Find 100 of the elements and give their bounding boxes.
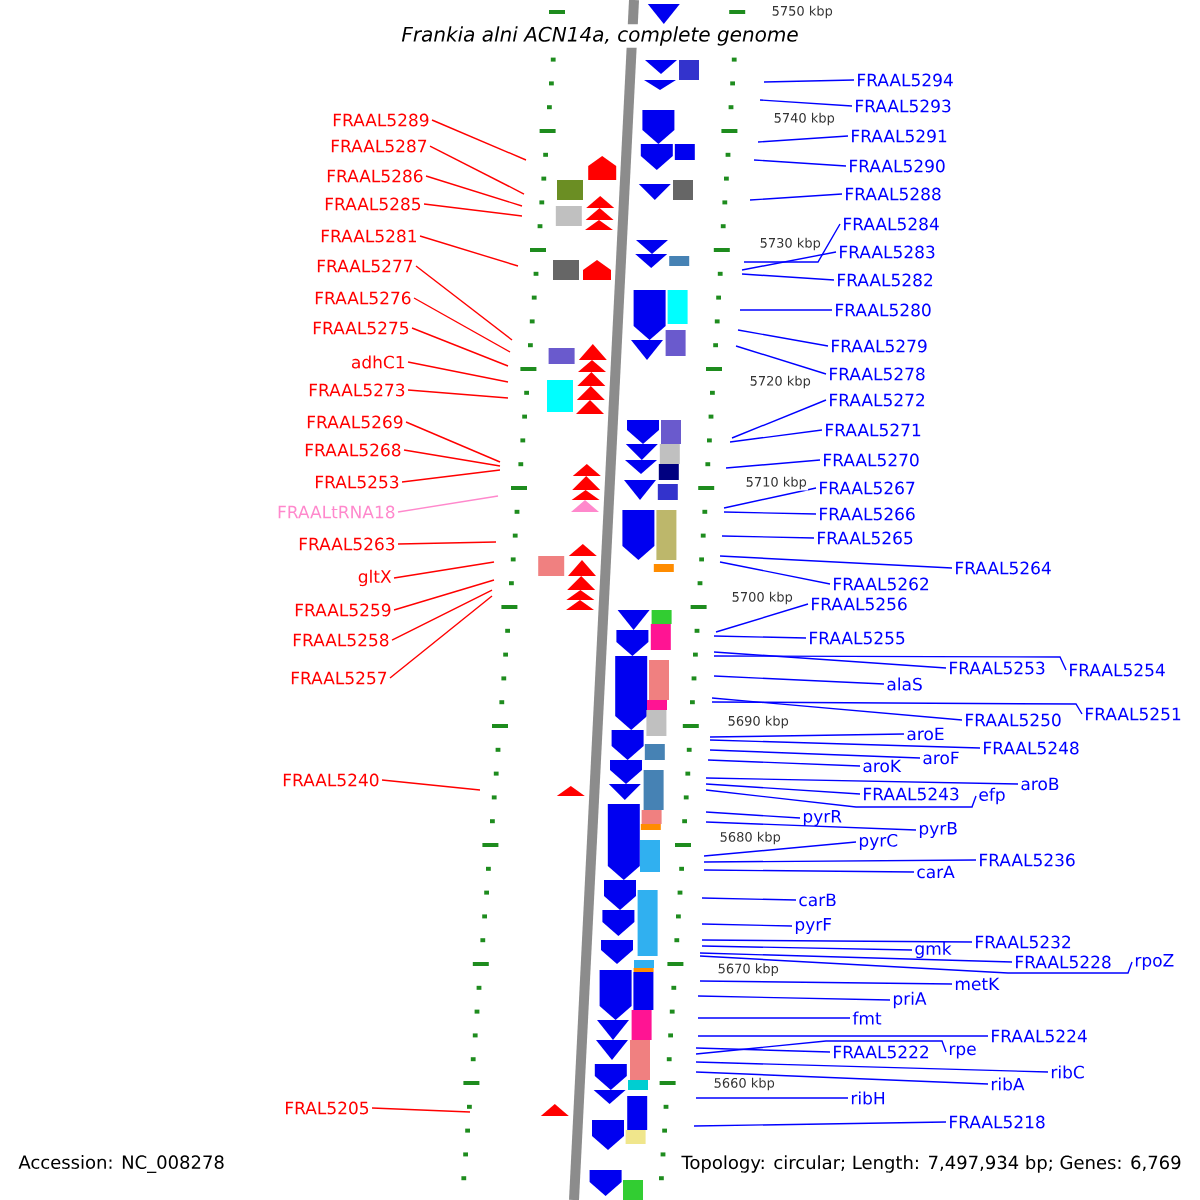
leader-line (381, 779, 481, 791)
leader-line (699, 980, 953, 985)
gene-label: FRAAL5262 (834, 577, 929, 591)
gene-label: FRAAL5286 (327, 169, 423, 183)
gene-label: metK (955, 977, 1000, 991)
leader-line (429, 145, 525, 195)
leader-line (705, 777, 1019, 785)
leader-line (713, 635, 807, 639)
gene-label: FRAAL5288 (846, 187, 941, 201)
gene-label: carB (799, 893, 836, 907)
leader-line (705, 821, 917, 831)
leader-line (411, 327, 509, 367)
gene-label: FRAAL5287 (331, 139, 427, 153)
gene-label: FRAAL5271 (826, 423, 921, 437)
gene-label: FRAAL5278 (830, 367, 925, 381)
leader-line (703, 869, 915, 873)
gene-label: FRAAL5240 (283, 773, 379, 787)
leader-line (701, 939, 973, 943)
gene-label: FRAAL5272 (830, 393, 925, 407)
leader-line (703, 841, 857, 857)
gene-label: gmk (915, 941, 952, 959)
gene-label: FRAAL5277 (317, 259, 413, 273)
leader-line (431, 119, 527, 161)
gene-label: aroB (1021, 777, 1059, 791)
gene-label: FRAAL5270 (824, 453, 919, 467)
leader-line (759, 99, 853, 107)
leader-line (695, 1047, 831, 1053)
leader-line (709, 749, 921, 759)
gene-label: fmt (852, 1011, 882, 1025)
gene-label: FRAAL5248 (984, 741, 1079, 755)
leader-line (397, 541, 497, 545)
gene-label: ribC (1051, 1065, 1084, 1079)
gene-label: FRAAL5267 (820, 481, 915, 495)
leader-line (731, 399, 827, 439)
gene-label: FRAAL5284 (844, 217, 939, 231)
leader-line (721, 535, 815, 539)
leader-line (741, 251, 837, 271)
leader-line (723, 511, 817, 515)
leader-line (693, 1121, 947, 1127)
leader-line (719, 561, 831, 585)
gene-label: aroK (863, 759, 902, 773)
gene-label: FRAAL5282 (838, 273, 933, 287)
gene-label: FRAAL5256 (812, 597, 907, 611)
gene-label: FRAAL5290 (850, 159, 945, 173)
leader-line (699, 955, 1133, 974)
gene-label: FRAAL5218 (950, 1115, 1045, 1129)
gene-label: ribA (991, 1077, 1025, 1091)
gene-label: FRAAL5268 (305, 443, 401, 457)
leader-line (715, 603, 809, 633)
leader-line (705, 811, 801, 819)
gene-label: FRAAL5266 (820, 507, 915, 521)
leader-line (713, 655, 1067, 671)
leader-line (743, 223, 841, 263)
gene-label: alaS (887, 677, 922, 691)
gene-label: rpoZ (1135, 954, 1174, 970)
gene-label: FRAAL5228 (1016, 955, 1111, 969)
gene-label: FRAAL5281 (321, 229, 416, 243)
gene-label: pyrB (919, 822, 957, 838)
gene-label: FRAAL5265 (818, 531, 913, 545)
gene-label: aroE (907, 727, 944, 741)
gene-label: FRAAL5263 (299, 537, 395, 551)
gene-label: FRAAL5291 (852, 129, 947, 143)
leader-line (391, 589, 493, 641)
gene-label: priA (893, 991, 927, 1009)
leader-line (407, 389, 509, 399)
gene-label: FRAAL5224 (992, 1029, 1087, 1043)
leader-line (713, 651, 947, 669)
leader-line (701, 897, 797, 901)
leader-line (423, 203, 523, 217)
gene-label: efp (979, 787, 1005, 805)
gene-label: pyrR (803, 810, 842, 826)
leader-line (739, 309, 833, 311)
gene-label: rpe (949, 1045, 976, 1059)
gene-label: FRAAL5251 (1086, 707, 1181, 721)
leader-line (397, 495, 499, 513)
gene-label: FRAAL5236 (980, 853, 1075, 867)
gene-label: aroF (923, 751, 959, 765)
gene-label: FRAAL5255 (810, 631, 905, 645)
gene-label: FRAAL5289 (333, 113, 429, 127)
leader-line (757, 135, 849, 143)
leader-line (403, 449, 501, 467)
leader-line (729, 429, 823, 443)
leader-line (707, 759, 861, 767)
leader-line (699, 952, 1013, 963)
leader-line (713, 675, 885, 685)
leader-line (709, 733, 905, 738)
leader-line (405, 421, 501, 463)
gene-label: FRAL5205 (286, 1101, 369, 1115)
gene-label: FRAAL5250 (966, 713, 1061, 727)
leader-line (393, 579, 495, 611)
leader-line (723, 487, 817, 509)
gene-label: FRAAL5232 (976, 935, 1071, 949)
leader-line (753, 159, 847, 167)
leader-line (695, 1071, 989, 1085)
gene-label: gltX (358, 569, 392, 587)
leader-line (703, 859, 977, 863)
gene-label: FRAL5253 (316, 475, 399, 489)
gene-label: FRAAL5222 (834, 1045, 929, 1059)
gene-label: FRAAL5273 (309, 383, 405, 397)
gene-label: FRAALtRNA18 (278, 505, 395, 519)
